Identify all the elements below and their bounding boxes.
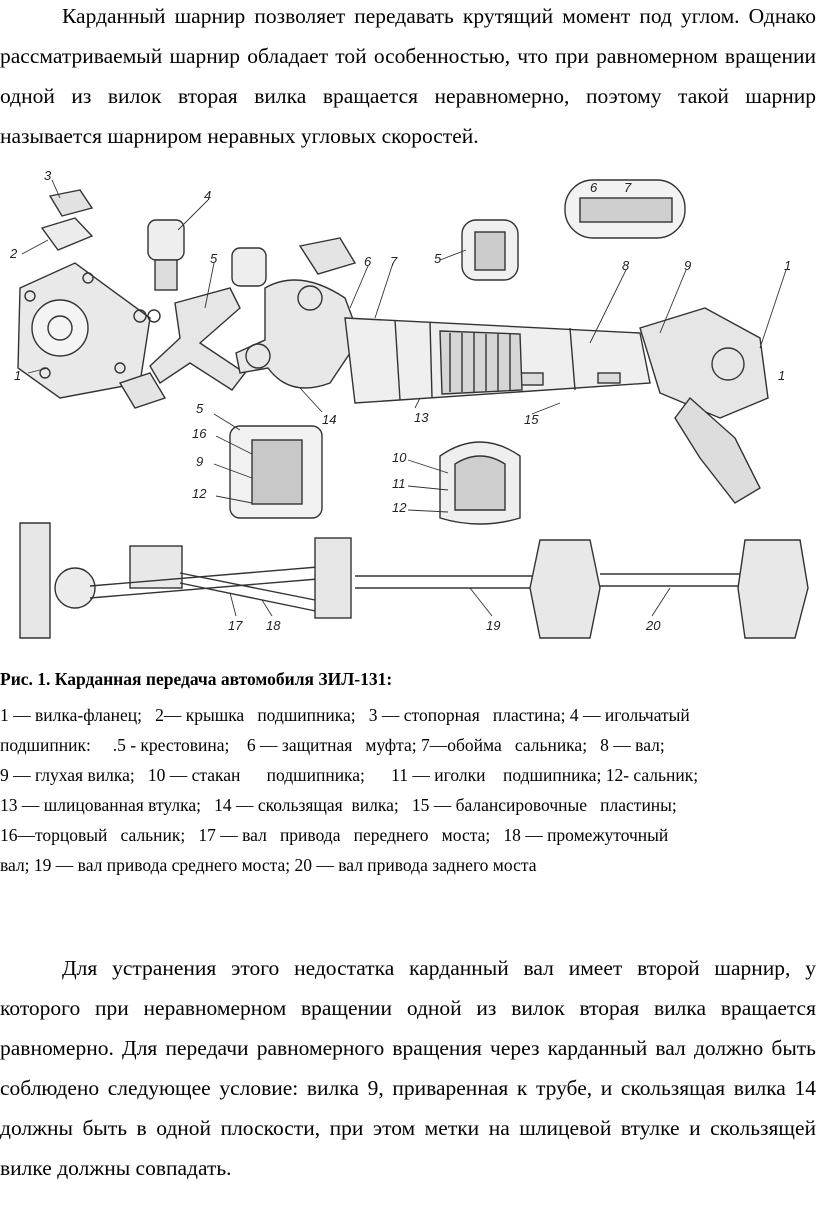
figure-legend: 1 — вилка-фланец; 2— крышка подшипника; …: [0, 700, 816, 880]
legend-line: 13 — шлицованная втулка; 14 — скользящая…: [0, 795, 677, 815]
callout-label: 20: [645, 618, 661, 633]
shaft-splines: [439, 330, 523, 395]
legend-line: вал; 19 — вал привода среднего моста; 20…: [0, 855, 537, 875]
callout-label: 14: [322, 412, 336, 427]
callout-label: 2: [9, 246, 18, 261]
inset-bearing-top: [461, 219, 519, 281]
callout-label: 1: [784, 258, 791, 273]
callout-label: 10: [392, 450, 407, 465]
callout-label: 12: [192, 486, 207, 501]
needle-bearing: [133, 219, 185, 323]
legend-line: 9 — глухая вилка; 10 — стакан подшипника…: [0, 765, 699, 785]
bearing-cap: [40, 189, 94, 251]
inset-seal-detail: [229, 425, 323, 519]
callout-label: 3: [44, 168, 52, 183]
callout-label: 15: [524, 412, 539, 427]
callout-label: 19: [486, 618, 500, 633]
blind-yoke-right: [639, 307, 769, 504]
cardan-drive-illustration: 1 2 3 4 5 6 7 8 9 1 6 7 5 14 13 15 5 16 …: [9, 168, 809, 639]
legend-line: подшипник: .5 - крестовина; 6 — защитная…: [0, 735, 665, 755]
seal-parts: [118, 237, 357, 409]
callout-label: 5: [434, 251, 442, 266]
callout-label: 11: [392, 476, 406, 491]
figure-caption-title: Рис. 1. Карданная передача автомобиля ЗИ…: [0, 669, 393, 689]
callout-label: 7: [390, 254, 398, 269]
drive-line-diagram: [19, 522, 809, 639]
legend-line: 16—торцовый сальник; 17 — вал привода пе…: [0, 825, 669, 845]
callout-label: 9: [196, 454, 203, 469]
inset-splined-section: [564, 179, 686, 239]
callout-leaders: [21, 179, 787, 617]
callout-label: 5: [210, 251, 218, 266]
callout-label: 12: [392, 500, 407, 515]
sliding-yoke: [235, 279, 361, 389]
callout-label: 8: [622, 258, 630, 273]
callout-label: 18: [266, 618, 281, 633]
callout-label: 5: [196, 401, 204, 416]
intro-paragraph: Карданный шарнир позволяет передавать кр…: [0, 4, 816, 148]
callout-label: 1: [778, 368, 785, 383]
callout-label: 13: [414, 410, 429, 425]
callout-label: 1: [14, 368, 21, 383]
callout-label: 7: [624, 180, 632, 195]
callout-label: 9: [684, 258, 691, 273]
callout-label: 6: [364, 254, 372, 269]
callout-label: 16: [192, 426, 207, 441]
legend-line: 1 — вилка-фланец; 2— крышка подшипника; …: [0, 705, 690, 725]
callout-label: 17: [228, 618, 243, 633]
main-paragraph: Для устранения этого недостатка карданны…: [0, 956, 816, 1180]
flange-yoke-left: [17, 262, 151, 399]
callout-label: 6: [590, 180, 598, 195]
inset-bearing-cup: [439, 441, 521, 525]
callout-label: 4: [204, 188, 211, 203]
cross-spider: [149, 247, 267, 391]
